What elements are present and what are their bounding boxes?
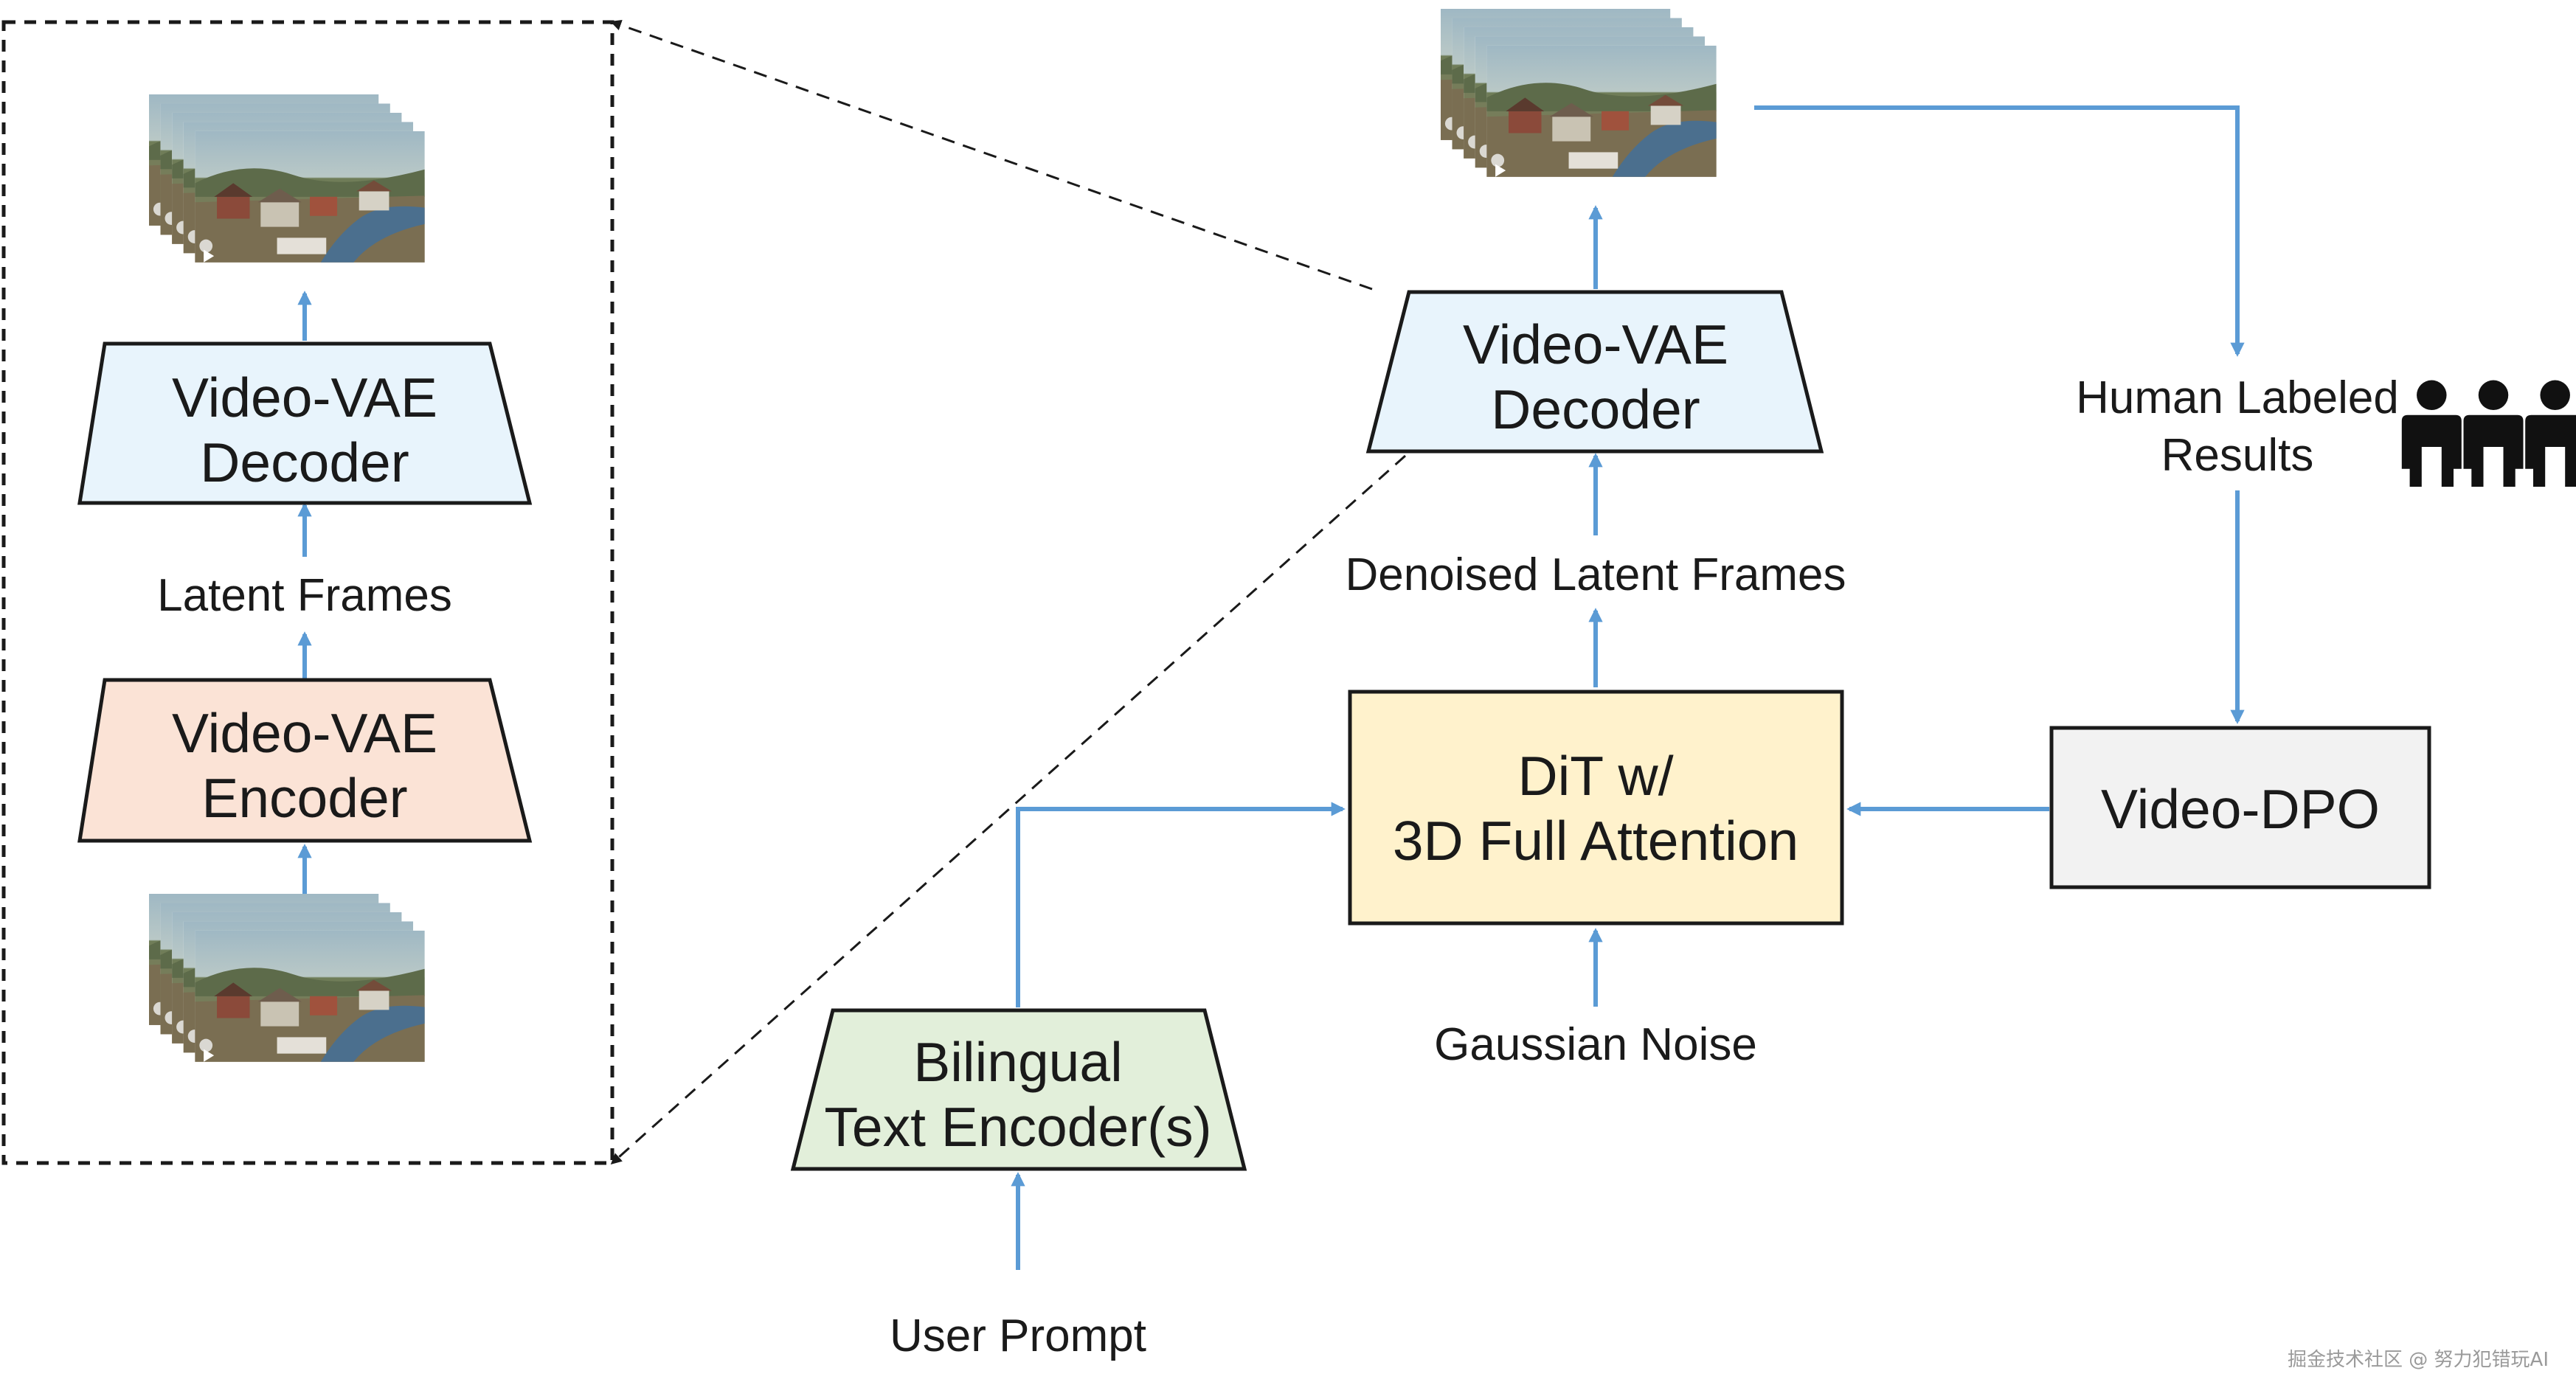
video-dpo-label: Video-DPO: [2101, 778, 2380, 840]
people-icon: [2401, 380, 2576, 487]
dit-block: DiT w/ 3D Full Attention: [1348, 690, 1844, 926]
generated-video-frames-image: [1441, 9, 1717, 179]
dit-line2: 3D Full Attention: [1393, 810, 1798, 872]
zoom-decoder-line2: Decoder: [200, 431, 409, 493]
zoom-panel-border: [1, 20, 614, 1165]
arrow-frames-to-human-labels: [1754, 105, 2245, 357]
input-video-frames-image: [149, 894, 425, 1064]
text-encoder-line1: Bilingual: [913, 1031, 1123, 1093]
zoom-connector-bottom: [610, 454, 1406, 1164]
zoom-vae-decoder-block: Video-VAE Decoder: [77, 341, 533, 505]
zoom-encoder-line2: Encoder: [201, 767, 407, 829]
main-vae-decoder-block: Video-VAE Decoder: [1365, 290, 1824, 454]
human-labeled-line2: Results: [2161, 430, 2314, 481]
denoised-latent-frames-label: Denoised Latent Frames: [1346, 549, 1846, 600]
main-decoder-line1: Video-VAE: [1463, 313, 1728, 375]
text-encoder-line2: Text Encoder(s): [824, 1096, 1211, 1158]
video-dpo-block: Video-DPO: [2049, 726, 2431, 889]
zoom-vae-encoder-block: Video-VAE Encoder: [77, 678, 533, 843]
user-prompt-label: User Prompt: [890, 1311, 1146, 1361]
arrow-text-encoder-to-dit: [1016, 802, 1346, 1007]
zoom-latent-frames-label: Latent Frames: [157, 570, 452, 621]
main-decoder-line2: Decoder: [1491, 378, 1700, 440]
human-labeled-line1: Human Labeled: [2076, 372, 2399, 423]
gaussian-noise-label: Gaussian Noise: [1434, 1019, 1757, 1070]
zoom-connector-top: [610, 19, 1373, 291]
watermark-text: 掘金技术社区 @ 努力犯错玩AI: [2288, 1349, 2549, 1371]
output-video-frames-image: [149, 94, 425, 265]
dit-line1: DiT w/: [1517, 745, 1673, 807]
zoom-encoder-line1: Video-VAE: [172, 702, 437, 764]
text-encoder-block: Bilingual Text Encoder(s): [790, 1008, 1247, 1171]
zoom-decoder-line1: Video-VAE: [172, 367, 437, 428]
